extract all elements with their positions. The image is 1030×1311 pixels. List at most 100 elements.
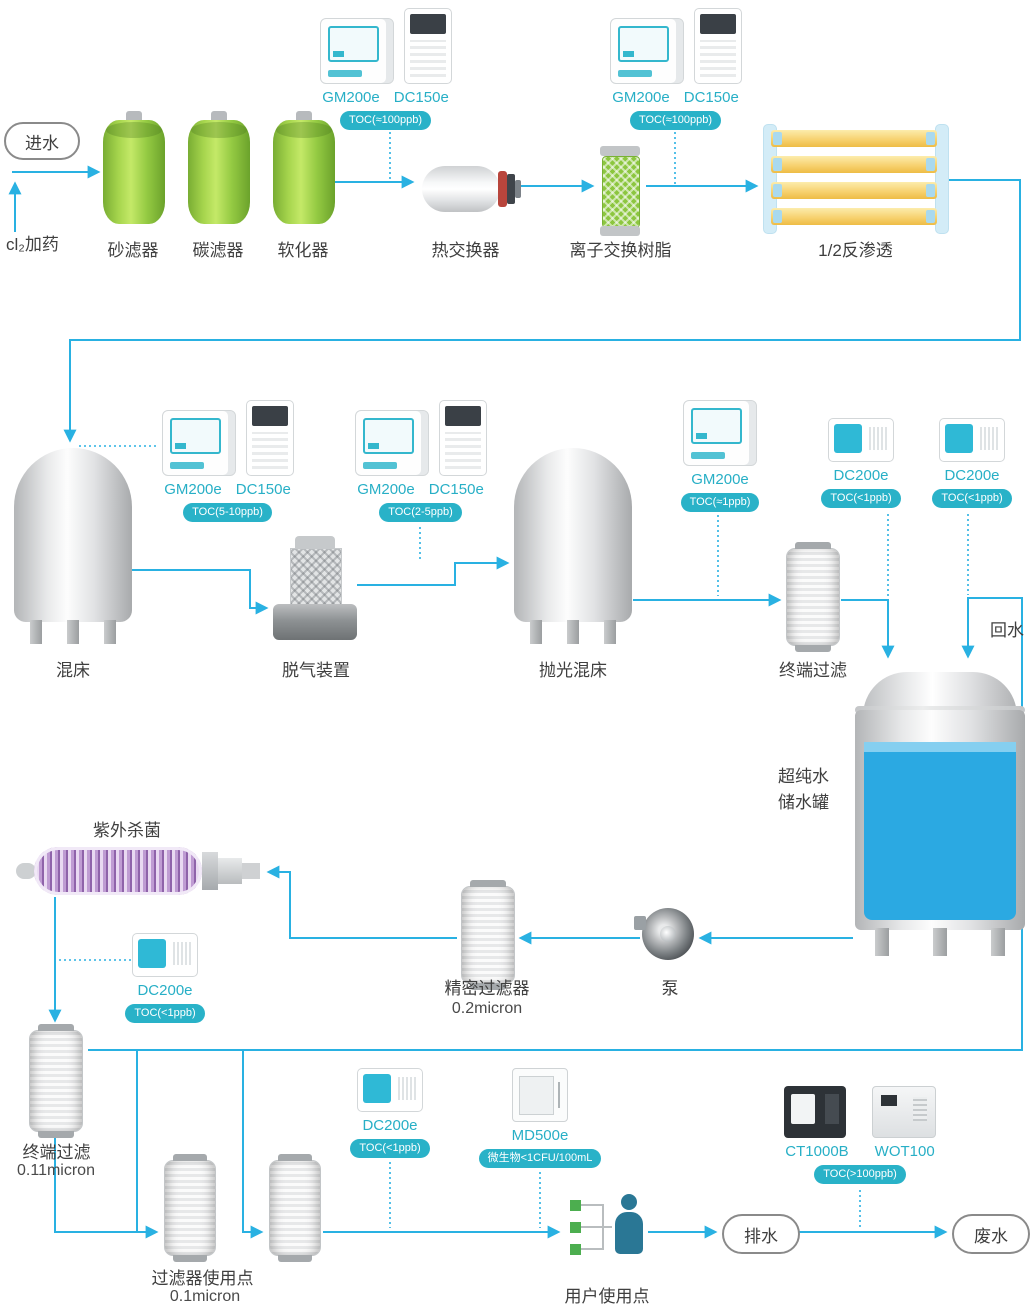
dc200e-device <box>939 418 1005 462</box>
model-label: DC200e <box>137 982 193 999</box>
ion-column-bottom-cap <box>600 226 640 236</box>
uv-sterilizer-coil <box>34 847 202 895</box>
instrument-group-g6: DC200e TOC(<1ppb) <box>805 418 917 508</box>
instrument-group-g9: DC200e TOC(<1ppb) <box>330 1068 450 1158</box>
gm200e-device <box>161 410 236 476</box>
carbon-filter-tank <box>188 120 250 224</box>
device-vent <box>398 1077 417 1100</box>
dc150e-device <box>245 400 294 476</box>
gm200e-device <box>319 18 394 84</box>
model-label: DC200e <box>944 467 1000 484</box>
heat-exchanger <box>422 166 500 212</box>
model-label: DC150e <box>235 481 291 498</box>
gm200e-device <box>354 410 429 476</box>
gm200e-device <box>609 18 684 84</box>
dc150e-device <box>403 8 452 84</box>
device-screen <box>617 26 669 62</box>
return-water-label: 回水 <box>990 621 1024 640</box>
model-label: DC200e <box>833 467 889 484</box>
mixed-bed-tank <box>14 448 132 622</box>
mixed-bed-label: 混床 <box>56 661 90 680</box>
device-screen <box>327 26 379 62</box>
tank-leg <box>875 928 889 956</box>
user-point-connector <box>581 1204 602 1206</box>
device-screen <box>409 14 446 34</box>
toc-badge: TOC(<1ppb) <box>350 1139 430 1158</box>
heat-exchanger-nozzle <box>515 180 521 198</box>
use-point-filter-cartridge <box>164 1154 216 1262</box>
pump-label: 泵 <box>661 979 679 998</box>
uv-flange-2 <box>218 858 242 884</box>
device-vent <box>980 427 999 450</box>
device-screen <box>169 418 221 454</box>
filter-use-point-micron-label: 0.1micron <box>169 1288 241 1305</box>
device-vent <box>913 1097 927 1121</box>
device-screen <box>945 424 973 453</box>
gm200e-device <box>683 400 757 466</box>
device-screen <box>834 424 862 453</box>
model-label: WOT100 <box>874 1143 935 1160</box>
storage-tank-water <box>864 742 1016 920</box>
device-vent <box>173 942 192 965</box>
terminal-filter-low-micron-label: 0.11micron <box>17 1162 95 1179</box>
device-screen <box>881 1095 897 1106</box>
pump-hub <box>660 926 676 942</box>
person-icon-head <box>621 1194 637 1210</box>
model-label: GM200e <box>612 89 670 106</box>
user-point-connector <box>581 1248 602 1250</box>
microbe-badge: 微生物<1CFU/100mL <box>478 1149 602 1168</box>
device-brand-strip <box>691 452 725 459</box>
ro-membrane-4 <box>771 208 937 225</box>
terminal-filter-low-label: 终端过滤 <box>22 1143 91 1162</box>
heat-exchanger-label: 热交换器 <box>431 241 500 260</box>
toc-badge: TOC(>100ppb) <box>814 1165 906 1184</box>
model-label: DC150e <box>683 89 739 106</box>
storage-tank-label-line2: 储水罐 <box>778 793 829 812</box>
ro-membrane-3 <box>771 182 937 199</box>
device-brand-strip <box>362 462 397 469</box>
degasser-label: 脱气装置 <box>282 661 350 680</box>
instrument-group-g4: GM200e DC150e TOC(2-5ppb) <box>343 400 498 522</box>
ion-exchange-column <box>602 156 640 228</box>
degasser-cap <box>295 536 335 548</box>
dc150e-device <box>438 400 487 476</box>
dc200e-device <box>357 1068 423 1112</box>
device-screen <box>251 406 288 426</box>
dc200e-device <box>132 933 198 977</box>
model-label: DC150e <box>428 481 484 498</box>
toc-badge: TOC(<1ppb) <box>932 489 1012 508</box>
device-slots <box>409 40 446 77</box>
user-point-connector <box>581 1226 602 1228</box>
ion-exchange-label: 离子交换树脂 <box>569 241 672 260</box>
instrument-group-g2: GM200e DC150e TOC(≈100ppb) <box>603 8 748 130</box>
md500e-device <box>512 1068 568 1122</box>
ro-label: 1/2反渗透 <box>818 241 893 260</box>
toc-badge: TOC(<1ppb) <box>125 1004 205 1023</box>
device-slots <box>444 432 481 469</box>
uv-sterilizer-label: 紫外杀菌 <box>93 821 161 840</box>
model-label: DC150e <box>393 89 449 106</box>
instrument-group-g7: DC200e TOC(<1ppb) <box>916 418 1028 508</box>
user-point-square <box>570 1244 581 1255</box>
model-label: CT1000B <box>785 1143 849 1160</box>
user-point-square <box>570 1222 581 1233</box>
heat-exchanger-cap <box>507 174 515 204</box>
uv-flange-3 <box>242 863 260 879</box>
polishing-bed-label: 抛光混床 <box>539 661 607 680</box>
ion-column-top-cap <box>600 146 640 156</box>
degasser-base <box>273 604 357 640</box>
softener-label: 软化器 <box>277 241 329 260</box>
cl2-dosing-label: cl₂加药 <box>6 235 59 254</box>
device-brand-strip <box>617 70 652 77</box>
ro-left-rail <box>763 124 777 234</box>
user-point-bracket-stub <box>604 1226 612 1228</box>
instrument-group-g10: MD500e 微生物<1CFU/100mL <box>460 1068 620 1168</box>
tank-leg <box>530 620 542 644</box>
device-screen <box>691 408 742 444</box>
storage-tank-label-line1: 超纯水 <box>778 767 829 786</box>
tank-leg <box>30 620 42 644</box>
dc150e-device <box>693 8 742 84</box>
tank-leg <box>104 620 116 644</box>
softener-tank <box>273 120 335 224</box>
model-label: DC200e <box>362 1117 418 1134</box>
